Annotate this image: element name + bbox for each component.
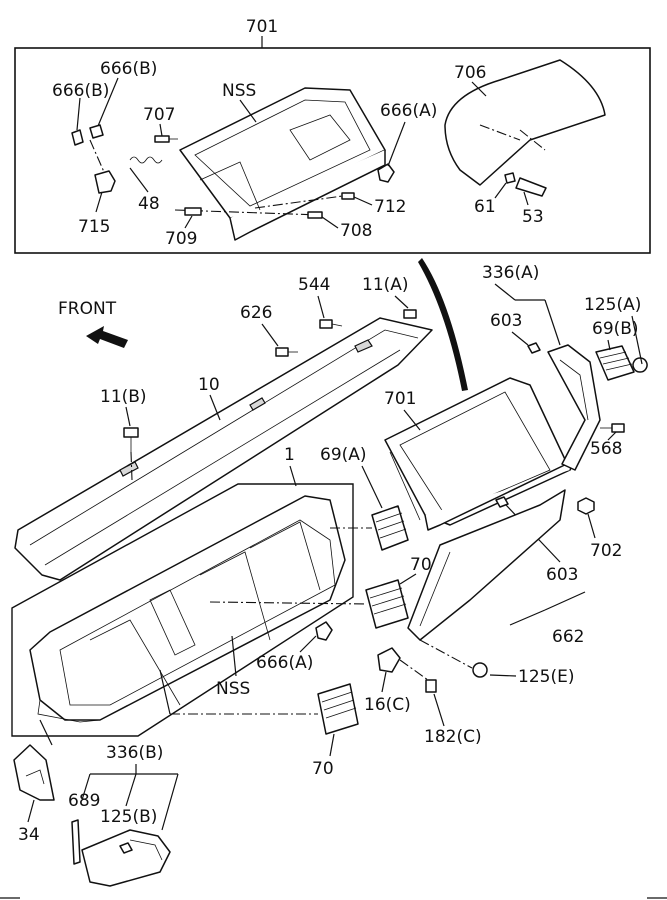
label-1: 1	[284, 445, 295, 465]
part-336b-lower-cover	[81, 829, 171, 887]
part-603-clip-mid	[495, 496, 509, 508]
inset-box-part1	[11, 483, 354, 737]
part-53-plate	[515, 177, 547, 197]
label-69a: 69(A)	[320, 445, 367, 465]
label-709: 709	[165, 229, 197, 249]
label-336b: 336(B)	[106, 743, 163, 763]
front-arrow-icon	[86, 326, 128, 348]
label-715: 715	[78, 217, 110, 237]
part-16c-latch	[377, 647, 401, 673]
label-603-mid: 603	[546, 565, 578, 585]
label-125b: 125(B)	[100, 807, 157, 827]
part-568-screw	[600, 423, 625, 433]
label-11a: 11(A)	[362, 275, 409, 295]
label-125e: 125(E)	[518, 667, 574, 687]
label-568: 568	[590, 439, 622, 459]
part-707-screw	[154, 135, 178, 143]
part-715-hinge	[94, 170, 116, 194]
part-69b-vent	[595, 345, 635, 381]
label-701-top: 701	[246, 17, 278, 37]
label-48: 48	[138, 194, 160, 214]
part-603-clip-top	[527, 342, 541, 354]
label-708: 708	[340, 221, 372, 241]
part-10-upper-cover	[14, 317, 433, 581]
label-11b: 11(B)	[100, 387, 147, 407]
label-666b-right: 666(B)	[100, 59, 157, 79]
label-125a: 125(A)	[584, 295, 641, 315]
part-709-screw	[184, 207, 202, 216]
label-182c: 182(C)	[424, 727, 482, 747]
part-712-screw	[341, 192, 355, 200]
label-544: 544	[298, 275, 330, 295]
part-708-screw	[307, 211, 323, 219]
label-69b: 69(B)	[592, 319, 639, 339]
part-69a-vent	[371, 505, 409, 551]
part-125e-clip	[419, 639, 488, 678]
part-70-vent-bot	[317, 683, 359, 735]
part-626-bolt	[275, 347, 298, 357]
label-666b-left: 666(B)	[52, 81, 109, 101]
part-125a-cap	[632, 357, 648, 373]
label-702: 702	[590, 541, 622, 561]
label-712: 712	[374, 197, 406, 217]
inset-box-701	[14, 47, 651, 254]
label-nss-top: NSS	[222, 81, 256, 101]
label-707: 707	[143, 105, 175, 125]
part-706-lid	[444, 59, 606, 186]
part-48-spring	[129, 156, 163, 164]
part-662-lid	[407, 489, 566, 641]
label-34: 34	[18, 825, 40, 845]
label-689: 689	[68, 791, 100, 811]
label-662: 662	[552, 627, 584, 647]
label-666a-bot: 666(A)	[256, 653, 313, 673]
label-16c: 16(C)	[364, 695, 411, 715]
callout-swoosh	[418, 258, 468, 391]
label-10: 10	[198, 375, 220, 395]
part-544-bolt	[319, 319, 343, 329]
label-53: 53	[522, 207, 544, 227]
label-603-top: 603	[490, 311, 522, 331]
label-626: 626	[240, 303, 272, 323]
part-702-nut	[577, 497, 595, 515]
label-666a-top: 666(A)	[380, 101, 437, 121]
part-689-strip	[71, 819, 81, 865]
part-34-side-cover	[13, 744, 55, 801]
part-1-instrument-panel	[29, 495, 346, 723]
label-70-bot: 70	[312, 759, 334, 779]
part-nss-frame-top	[174, 87, 386, 241]
label-706: 706	[454, 63, 486, 83]
label-nss-bot: NSS	[216, 679, 250, 699]
label-70-mid: 70	[410, 555, 432, 575]
part-11a-bolt	[403, 309, 417, 319]
part-336a-side-panel	[547, 344, 601, 471]
label-701-mid: 701	[384, 389, 416, 409]
part-666a-clip-bot	[315, 621, 333, 641]
label-61: 61	[474, 197, 496, 217]
part-666b-clips	[71, 124, 104, 146]
label-front: FRONT	[58, 299, 117, 319]
part-125b-clip	[119, 842, 133, 854]
part-61-screw	[504, 172, 516, 184]
label-336a: 336(A)	[482, 263, 539, 283]
part-182c-screw	[399, 659, 437, 693]
part-11b-bolt	[123, 427, 139, 452]
part-70-vent-mid	[365, 579, 409, 629]
part-666a-clip-top	[377, 163, 395, 183]
